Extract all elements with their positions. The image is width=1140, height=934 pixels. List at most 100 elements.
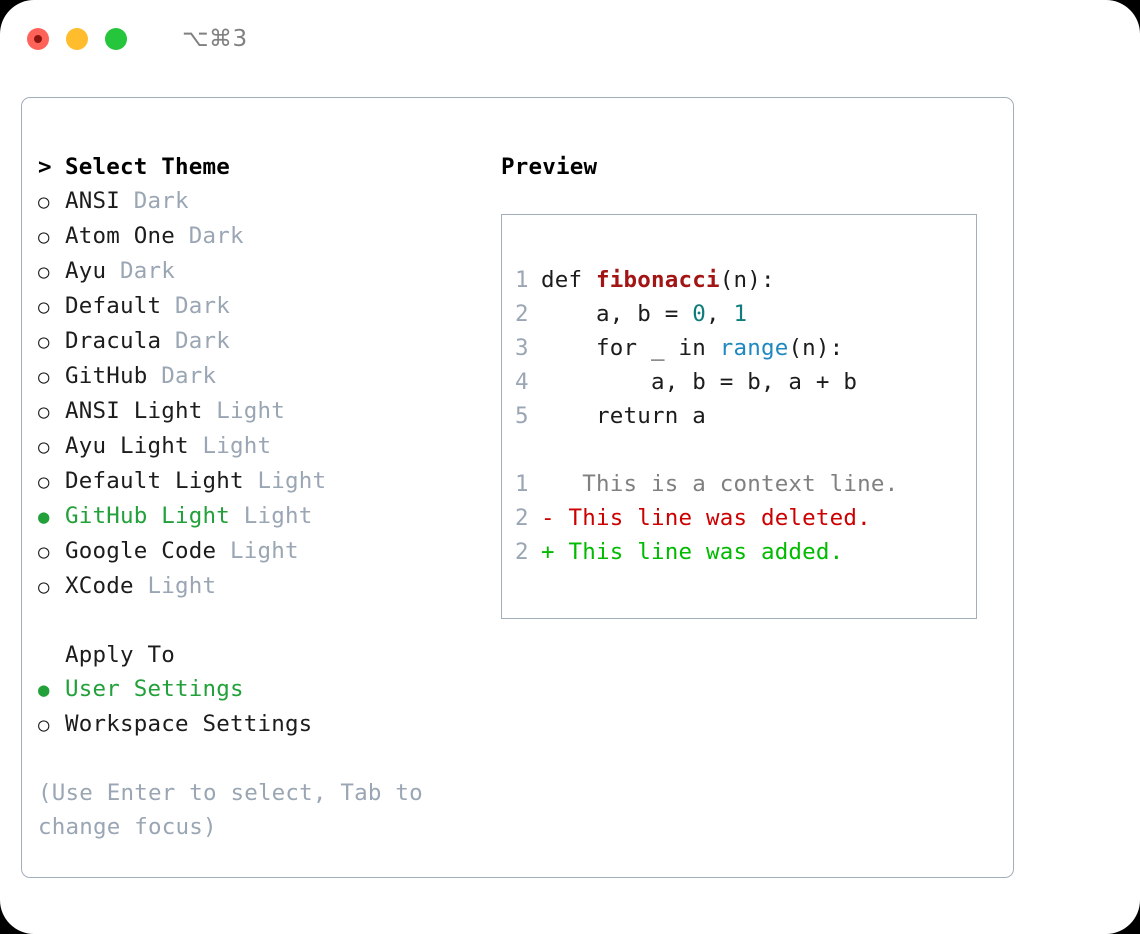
section-spacer	[38, 604, 478, 638]
theme-variant-label: Dark	[133, 188, 189, 214]
diff-text: This line was added.	[554, 539, 844, 565]
radio-unselected-icon[interactable]	[38, 324, 65, 359]
minimize-window-icon[interactable]	[66, 28, 88, 50]
code-token-number: 0	[692, 301, 706, 327]
line-number: 1	[515, 471, 529, 497]
theme-variant-label: Dark	[120, 258, 175, 284]
theme-list-item[interactable]: Default Light Light	[38, 464, 478, 499]
radio-unselected-icon[interactable]	[38, 534, 65, 569]
theme-variant-label: Light	[202, 433, 272, 459]
theme-variant-label: Dark	[188, 223, 244, 249]
theme-list-item[interactable]: ANSI Dark	[38, 184, 478, 219]
theme-label: Default	[65, 293, 162, 319]
theme-selection-column: > Select Theme ANSI Dark Atom One Dark A…	[38, 150, 478, 844]
apply-to-label: User Settings	[65, 676, 244, 702]
radio-unselected-icon[interactable]	[38, 184, 65, 219]
code-token-number: 1	[733, 301, 748, 327]
theme-label: Ayu	[65, 258, 107, 284]
theme-list-item[interactable]: Google Code Light	[38, 534, 478, 569]
apply-to-item-selected[interactable]: User Settings	[38, 672, 478, 707]
code-token-builtin: range	[719, 335, 789, 361]
close-window-icon[interactable]	[27, 28, 49, 50]
traffic-light-group	[27, 28, 127, 50]
theme-variant-label: Dark	[174, 293, 230, 319]
focus-caret-icon: >	[38, 154, 66, 180]
diff-marker	[541, 471, 555, 497]
preview-heading: Preview	[501, 154, 598, 180]
diff-line-deleted: 2- This line was deleted.	[515, 501, 976, 535]
theme-label: Atom One	[65, 223, 175, 249]
theme-list-item[interactable]: Ayu Dark	[38, 254, 478, 289]
line-number: 2	[515, 539, 529, 565]
main-panel: > Select Theme ANSI Dark Atom One Dark A…	[21, 97, 1014, 878]
radio-unselected-icon[interactable]	[38, 359, 65, 394]
theme-list-item[interactable]: Dracula Dark	[38, 324, 478, 359]
code-line: 5 return a	[515, 399, 976, 433]
code-token: (n):	[719, 267, 775, 293]
apply-to-label: Workspace Settings	[65, 711, 313, 737]
theme-label: XCode	[65, 573, 134, 599]
maximize-window-icon[interactable]	[105, 28, 127, 50]
radio-unselected-icon[interactable]	[38, 394, 65, 429]
panel-columns: > Select Theme ANSI Dark Atom One Dark A…	[22, 98, 1013, 877]
code-token-function: fibonacci	[596, 267, 720, 293]
theme-variant-label: Light	[229, 538, 299, 564]
radio-unselected-icon[interactable]	[38, 289, 65, 324]
radio-unselected-icon[interactable]	[38, 569, 65, 604]
line-number: 2	[515, 505, 529, 531]
code-line: 3 for _ in range(n):	[515, 331, 976, 365]
theme-label: Default Light	[65, 468, 244, 494]
theme-label: Ayu Light	[65, 433, 189, 459]
radio-unselected-icon[interactable]	[38, 254, 65, 289]
theme-label: GitHub	[65, 363, 148, 389]
theme-variant-label: Light	[147, 573, 217, 599]
theme-variant-label: Light	[243, 503, 313, 529]
theme-list-item[interactable]: Ayu Light Light	[38, 429, 478, 464]
theme-list-item-selected[interactable]: GitHub Light Light	[38, 499, 478, 534]
theme-list-item[interactable]: Default Dark	[38, 289, 478, 324]
line-number: 5	[515, 403, 529, 429]
line-number: 4	[515, 369, 529, 395]
theme-variant-label: Light	[216, 398, 285, 424]
radio-unselected-icon[interactable]	[38, 219, 65, 254]
theme-list-item[interactable]: XCode Light	[38, 569, 478, 604]
code-blank-line	[515, 433, 976, 467]
theme-variant-label: Dark	[174, 328, 230, 354]
code-token: ,	[705, 301, 734, 327]
radio-unselected-icon[interactable]	[38, 464, 65, 499]
theme-list-item[interactable]: GitHub Dark	[38, 359, 478, 394]
keyboard-hint-text: (Use Enter to select, Tab to change focu…	[38, 780, 423, 840]
radio-selected-icon[interactable]	[38, 672, 65, 707]
apply-to-heading: Apply To	[38, 638, 478, 672]
code-token: def	[541, 267, 596, 293]
theme-label: ANSI Light	[65, 398, 203, 424]
radio-unselected-icon[interactable]	[38, 707, 65, 742]
code-token: (n):	[788, 335, 844, 361]
keyboard-shortcut-label: ⌥⌘3	[182, 26, 248, 52]
title-bar: ⌥⌘3	[0, 0, 1140, 78]
theme-label: Google Code	[65, 538, 217, 564]
theme-list-item[interactable]: Atom One Dark	[38, 219, 478, 254]
diff-marker: -	[541, 505, 555, 531]
apply-to-heading-label: Apply To	[65, 642, 175, 668]
theme-label: Dracula	[65, 328, 162, 354]
theme-label: GitHub Light	[65, 503, 230, 529]
diff-line-context: 1 This is a context line.	[515, 467, 976, 501]
apply-to-item[interactable]: Workspace Settings	[38, 707, 478, 742]
radio-selected-icon[interactable]	[38, 499, 65, 534]
diff-text: This is a context line.	[554, 471, 899, 497]
radio-unselected-icon[interactable]	[38, 429, 65, 464]
code-line: 2 a, b = 0, 1	[515, 297, 976, 331]
theme-label: ANSI	[65, 188, 120, 214]
code-token: for _ in	[541, 335, 720, 361]
code-token: return a	[541, 403, 706, 429]
theme-variant-label: Light	[257, 468, 327, 494]
theme-list-item[interactable]: ANSI Light Light	[38, 394, 478, 429]
code-token: a, b =	[541, 301, 693, 327]
diff-marker: +	[541, 539, 555, 565]
diff-text: This line was deleted.	[554, 505, 871, 531]
